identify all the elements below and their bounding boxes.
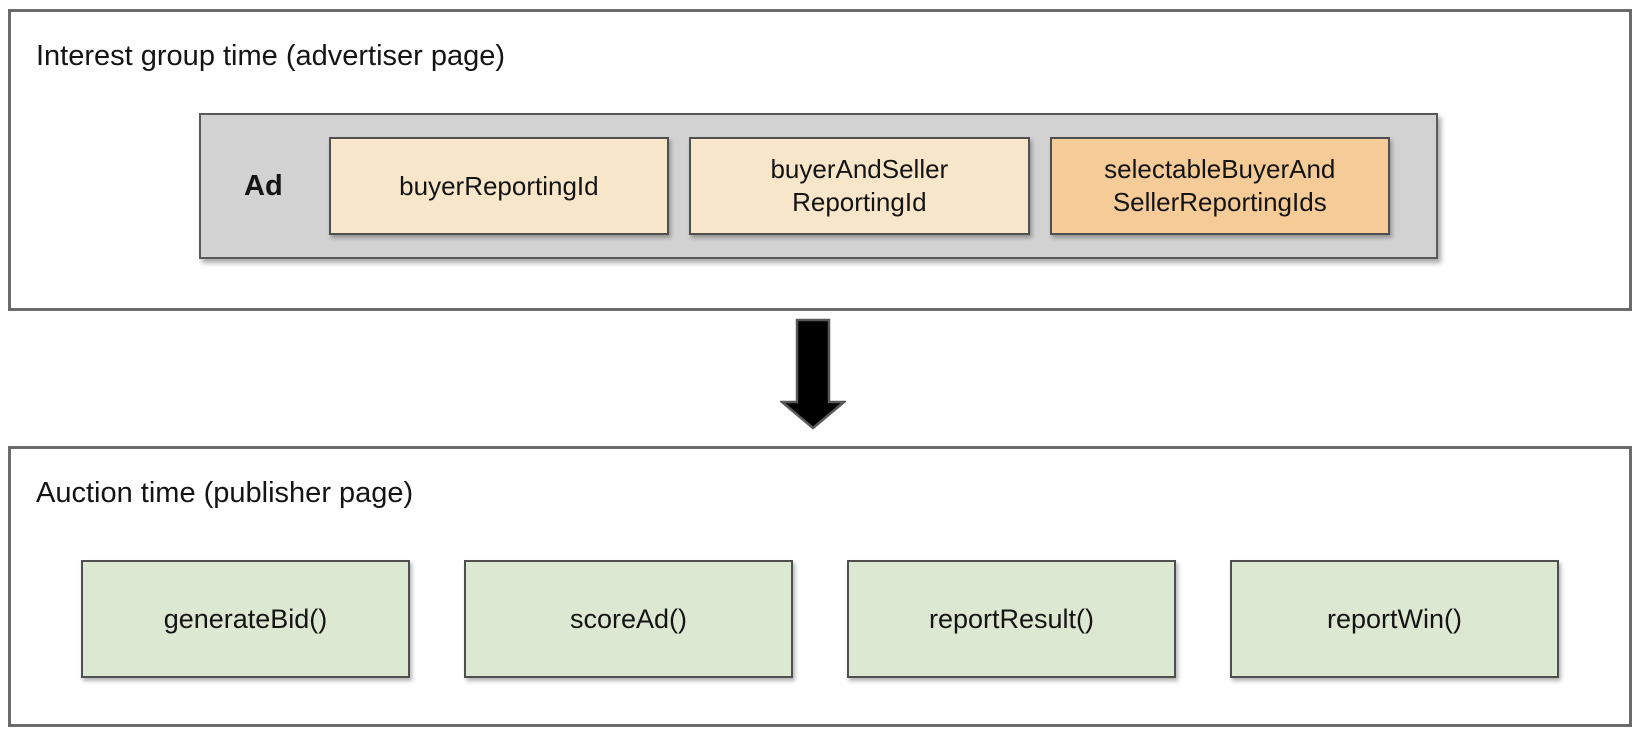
interest-group-title: Interest group time (advertiser page) (36, 40, 506, 72)
selectable-buyer-and-seller-reporting-ids-label: selectableBuyerAnd SellerReportingIds (1104, 154, 1336, 217)
score-ad-label: scoreAd() (569, 603, 688, 634)
report-win-label: reportWin() (1326, 603, 1462, 634)
buyer-reporting-id-label: buyerReportingId (399, 170, 599, 201)
auction-title: Auction time (publisher page) (36, 477, 414, 509)
interest-group-panel: Interest group time (advertiser page) Ad… (8, 9, 1632, 311)
buyer-and-seller-reporting-id-label: buyerAndSeller ReportingId (770, 154, 949, 217)
generate-bid-label: generateBid() (163, 603, 328, 634)
buyer-and-seller-reporting-id-box: buyerAndSeller ReportingId (689, 137, 1030, 235)
down-arrow-icon (780, 318, 846, 430)
auction-panel: Auction time (publisher page) generateBi… (8, 446, 1632, 727)
selectable-buyer-and-seller-reporting-ids-box: selectableBuyerAnd SellerReportingIds (1049, 137, 1390, 235)
generate-bid-box: generateBid() (81, 560, 410, 678)
score-ad-box: scoreAd() (464, 560, 793, 678)
auction-function-row: generateBid() scoreAd() reportResult() r… (11, 560, 1629, 678)
ad-container: Ad buyerReportingId buyerAndSeller Repor… (199, 113, 1438, 259)
buyer-reporting-id-box: buyerReportingId (328, 137, 670, 235)
report-result-box: reportResult() (847, 560, 1176, 678)
report-win-box: reportWin() (1230, 560, 1559, 678)
ad-label: Ad (244, 169, 283, 202)
report-result-label: reportResult() (928, 603, 1095, 634)
